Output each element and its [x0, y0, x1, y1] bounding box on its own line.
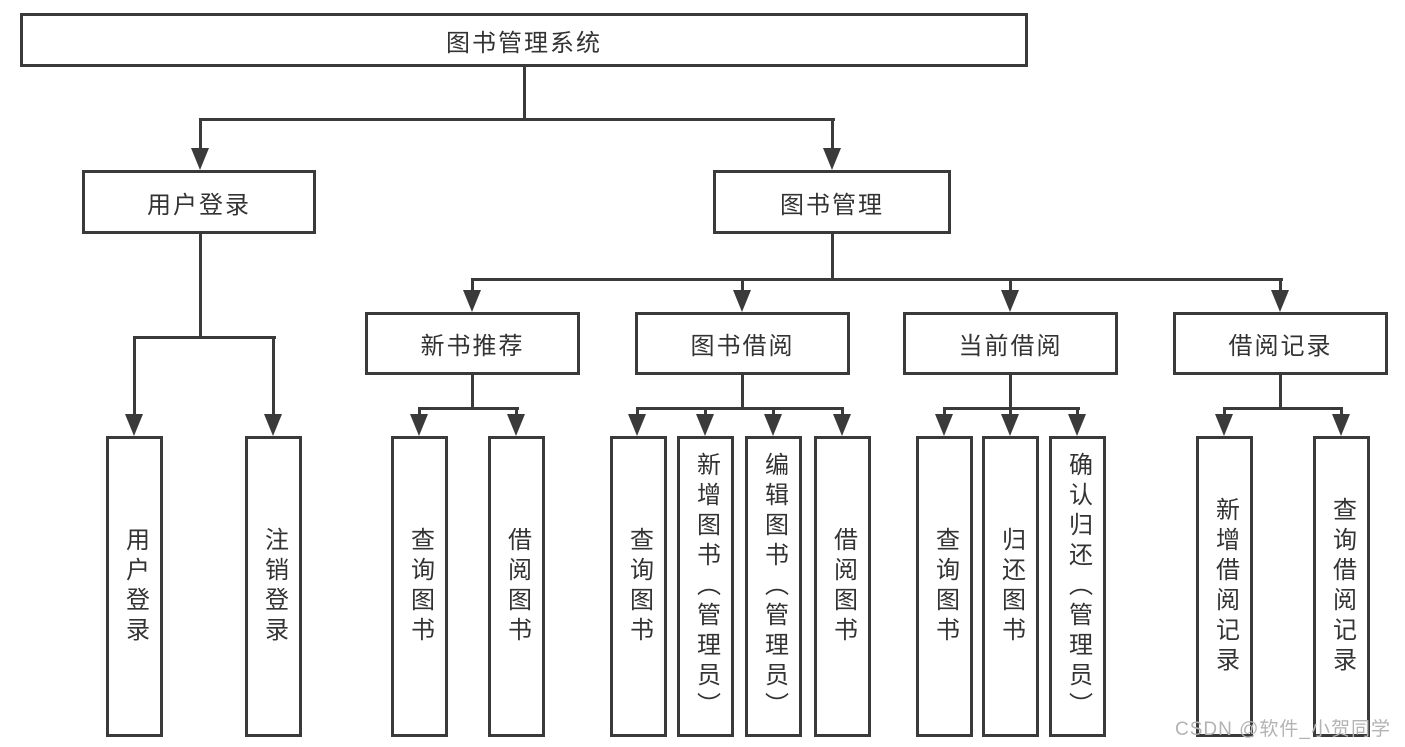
connector-arrowhead: [264, 414, 282, 436]
connector-line: [636, 407, 844, 410]
watermark: CSDN @软件_小贺同学: [1175, 719, 1391, 740]
connector-line: [515, 407, 518, 417]
connector-line: [471, 278, 1283, 281]
connector-line: [741, 375, 744, 409]
node-current-borrow-label: 当前借阅: [958, 333, 1063, 360]
node-book-mgmt: 图书管理: [713, 170, 951, 234]
node-current-borrow: 当前借阅: [903, 312, 1118, 375]
node-user-login-label: 用户登录: [147, 191, 251, 219]
leaf-query-books-current-label: 查询图书: [931, 526, 959, 647]
connector-line: [199, 118, 202, 151]
leaf-confirm-return-label: 确认归还（管理员）: [1064, 451, 1092, 722]
connector-line: [272, 336, 275, 416]
leaf-borrow-books-rec: 借阅图书: [488, 436, 545, 737]
connector-line: [841, 407, 844, 417]
node-root: 图书管理系统: [20, 13, 1028, 67]
leaf-borrow-books-borrow: 借阅图书: [814, 436, 871, 737]
connector-line: [1223, 407, 1343, 410]
node-root-label: 图书管理系统: [446, 29, 602, 57]
connector-arrowhead: [823, 148, 841, 170]
connector-arrowhead: [191, 148, 209, 170]
connector-line: [1223, 407, 1226, 417]
connector-line: [741, 278, 744, 293]
connector-arrowhead: [410, 414, 428, 436]
connector-line: [471, 375, 474, 409]
connector-line: [199, 234, 202, 339]
connector-line: [418, 407, 519, 410]
connector-arrowhead: [125, 414, 143, 436]
node-new-book-rec: 新书推荐: [365, 312, 580, 375]
leaf-add-book: 新增图书（管理员）: [677, 436, 734, 737]
leaf-query-books-rec: 查询图书: [391, 436, 448, 737]
connector-line: [1009, 278, 1012, 293]
connector-line: [133, 336, 136, 416]
leaf-query-borrow-record-label: 查询借阅记录: [1328, 496, 1356, 677]
leaf-query-borrow-record: 查询借阅记录: [1313, 436, 1370, 737]
connector-arrowhead: [733, 290, 751, 312]
node-borrow-records: 借阅记录: [1173, 312, 1388, 375]
connector-arrowhead: [1332, 414, 1350, 436]
connector-line: [1340, 407, 1343, 417]
node-book-borrow-label: 图书借阅: [690, 333, 795, 360]
connector-line: [831, 234, 834, 281]
connector-line: [523, 66, 526, 121]
leaf-logout: 注销登录: [245, 436, 302, 737]
connector-arrowhead: [463, 290, 481, 312]
leaf-add-borrow-record: 新增借阅记录: [1196, 436, 1253, 737]
connector-line: [1009, 375, 1012, 409]
connector-arrowhead: [1068, 414, 1086, 436]
connector-arrowhead: [507, 414, 525, 436]
connector-arrowhead: [1001, 290, 1019, 312]
leaf-edit-book: 编辑图书（管理员）: [745, 436, 802, 737]
connector-line: [133, 336, 276, 339]
leaf-logout-label: 注销登录: [260, 526, 288, 647]
connector-line: [831, 118, 834, 151]
connector-arrowhead: [1271, 290, 1289, 312]
leaf-user-login-label: 用户登录: [121, 526, 149, 647]
leaf-query-books-borrow: 查询图书: [610, 436, 667, 737]
connector-arrowhead: [1215, 414, 1233, 436]
leaf-query-books-current: 查询图书: [916, 436, 973, 737]
connector-line: [1279, 278, 1282, 293]
connector-line: [704, 407, 707, 417]
leaf-return-book: 归还图书: [982, 436, 1039, 737]
connector-arrowhead: [833, 414, 851, 436]
connector-line: [199, 118, 835, 121]
connector-arrowhead: [696, 414, 714, 436]
node-new-book-rec-label: 新书推荐: [420, 333, 525, 360]
leaf-confirm-return: 确认归还（管理员）: [1049, 436, 1106, 737]
connector-line: [418, 407, 421, 417]
leaf-add-book-label: 新增图书（管理员）: [692, 451, 720, 722]
node-book-mgmt-label: 图书管理: [780, 191, 884, 219]
node-user-login: 用户登录: [82, 170, 316, 234]
connector-arrowhead: [935, 414, 953, 436]
leaf-add-borrow-record-label: 新增借阅记录: [1211, 496, 1239, 677]
leaf-borrow-books-rec-label: 借阅图书: [503, 526, 531, 647]
leaf-query-books-rec-label: 查询图书: [406, 526, 434, 647]
leaf-edit-book-label: 编辑图书（管理员）: [760, 451, 788, 722]
leaf-return-book-label: 归还图书: [997, 526, 1025, 647]
connector-line: [772, 407, 775, 417]
connector-line: [1279, 375, 1282, 409]
connector-arrowhead: [628, 414, 646, 436]
node-borrow-records-label: 借阅记录: [1228, 333, 1333, 360]
connector-line: [471, 278, 474, 293]
connector-line: [636, 407, 639, 417]
leaf-query-books-borrow-label: 查询图书: [625, 526, 653, 647]
connector-arrowhead: [764, 414, 782, 436]
connector-arrowhead: [1001, 414, 1019, 436]
connector-line: [1009, 407, 1012, 417]
leaf-user-login: 用户登录: [106, 436, 163, 737]
connector-line: [943, 407, 946, 417]
leaf-borrow-books-borrow-label: 借阅图书: [829, 526, 857, 647]
connector-line: [1076, 407, 1079, 417]
node-book-borrow: 图书借阅: [635, 312, 850, 375]
